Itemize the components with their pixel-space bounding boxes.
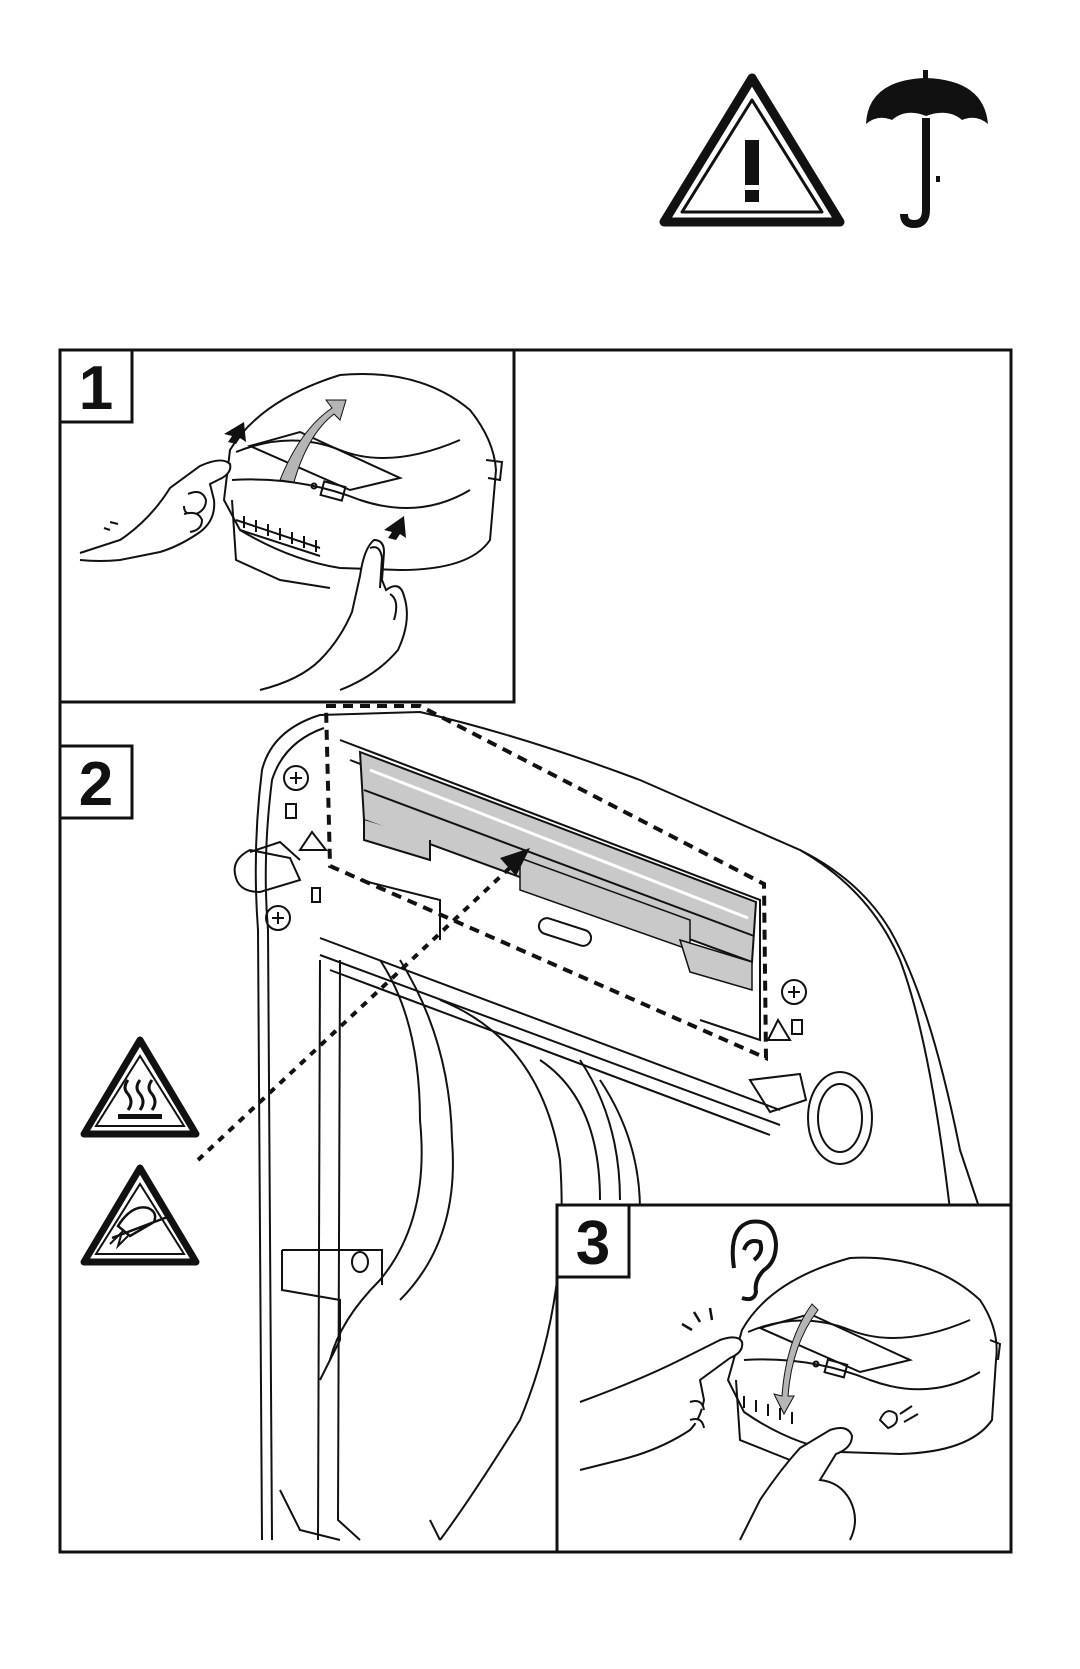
step-1-printer-illustration	[222, 373, 504, 589]
instruction-frame	[58, 348, 1013, 1554]
close-lid-arrow	[773, 1303, 819, 1416]
push-arrow-right	[384, 516, 406, 540]
left-hand	[79, 459, 232, 562]
step-3-panel: 3	[555, 1203, 1013, 1554]
warning-triangle-icon	[659, 73, 845, 227]
ear-icon	[730, 1219, 779, 1302]
step-1-number: 1	[79, 354, 113, 423]
printhead-highlight-box	[323, 704, 769, 1062]
click-sound-marks	[681, 1307, 714, 1332]
right-hand	[259, 538, 408, 691]
step-2-number: 2	[79, 750, 113, 819]
step-1-panel: 1	[58, 348, 516, 704]
step-2-badge: 2	[58, 744, 134, 820]
electrostatic-discharge-warning-icon	[80, 1164, 200, 1266]
push-arrow-left	[224, 422, 246, 444]
printhead	[358, 750, 758, 991]
step-3-number: 3	[576, 1209, 610, 1278]
umbrella-icon	[866, 70, 988, 229]
hot-surface-warning-icon	[80, 1036, 200, 1138]
step-3-hands	[579, 1336, 856, 1541]
lift-lid-arrow	[279, 399, 347, 483]
pointer-arrow	[196, 848, 530, 1162]
